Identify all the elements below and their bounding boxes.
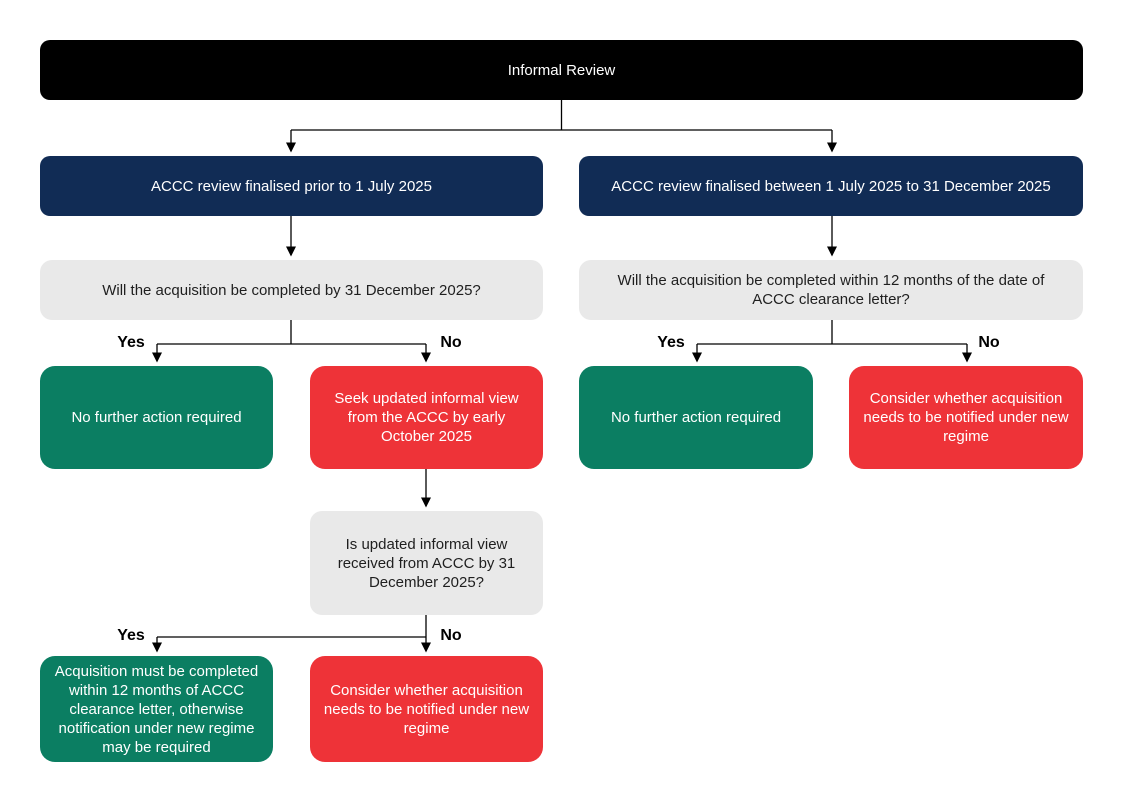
label-yes-followup: Yes xyxy=(117,627,145,644)
label-no-followup: No xyxy=(440,627,462,644)
node-informal-review: Informal Review xyxy=(40,40,1083,100)
label-no-left: No xyxy=(440,334,462,351)
node-followup-question: Is updated informal view received from A… xyxy=(310,511,543,615)
node-left-header: ACCC review finalised prior to 1 July 20… xyxy=(40,156,543,216)
label-yes-left: Yes xyxy=(117,334,145,351)
node-left-no-action: Seek updated informal view from the ACCC… xyxy=(310,366,543,469)
label-no-right: No xyxy=(978,334,1000,351)
label-yes-right: Yes xyxy=(657,334,685,351)
node-followup-no-outcome: Consider whether acquisition needs to be… xyxy=(310,656,543,762)
node-left-yes-outcome: No further action required xyxy=(40,366,273,469)
node-right-no-outcome: Consider whether acquisition needs to be… xyxy=(849,366,1083,469)
node-followup-yes-outcome: Acquisition must be completed within 12 … xyxy=(40,656,273,762)
node-right-yes-outcome: No further action required xyxy=(579,366,813,469)
node-left-question: Will the acquisition be completed by 31 … xyxy=(40,260,543,320)
node-right-question: Will the acquisition be completed within… xyxy=(579,260,1083,320)
node-right-header: ACCC review finalised between 1 July 202… xyxy=(579,156,1083,216)
